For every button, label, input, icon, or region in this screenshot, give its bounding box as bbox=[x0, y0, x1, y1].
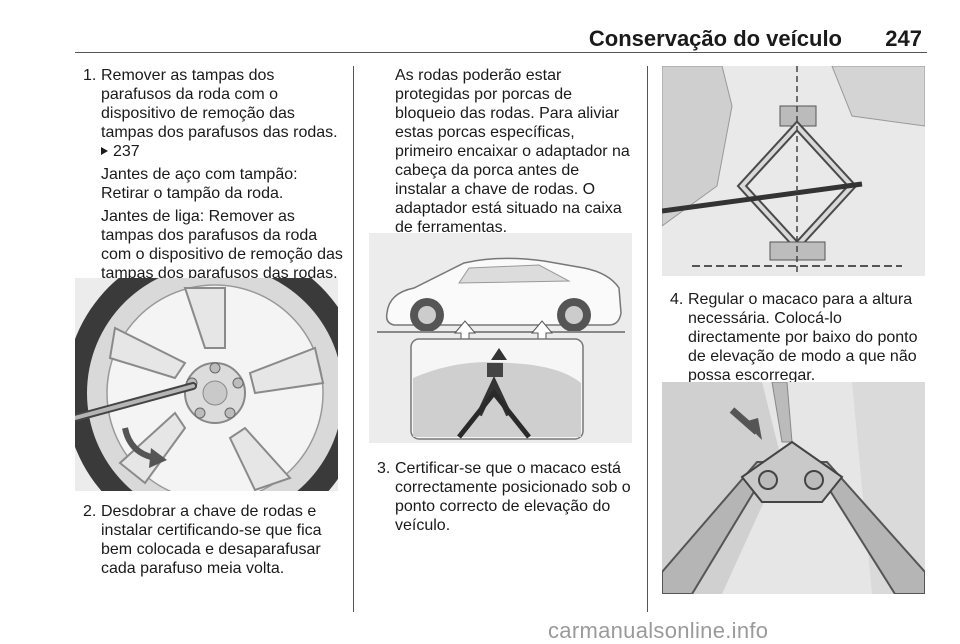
note-text: As rodas poderão estar protegidas por po… bbox=[395, 67, 630, 236]
column-1: 1. Remover as tampas dos parafusos da ro… bbox=[75, 66, 347, 283]
wheel-bolt-cap-figure bbox=[75, 278, 338, 491]
column-divider bbox=[353, 66, 354, 612]
step-text: Certificar-se que o macaco está correcta… bbox=[395, 460, 631, 534]
cross-reference[interactable]: 237 bbox=[101, 142, 347, 161]
alloy-rim-note: Jantes de liga: Remover as tampas dos pa… bbox=[101, 208, 343, 282]
car-jacking-points-figure bbox=[369, 233, 632, 443]
step-number: 3. bbox=[377, 460, 391, 477]
step-3: 3. Certificar-se que o macaco está corre… bbox=[369, 459, 635, 535]
step-1: 1. Remover as tampas dos parafusos da ro… bbox=[75, 66, 347, 283]
column-1-lower: 2. Desdobrar a chave de rodas e instalar… bbox=[75, 502, 347, 578]
step-4: 4. Regular o macaco para a altura necess… bbox=[662, 290, 928, 385]
column-2-lower: 3. Certificar-se que o macaco está corre… bbox=[369, 459, 635, 535]
column-3: 4. Regular o macaco para a altura necess… bbox=[662, 290, 928, 385]
column-2: As rodas poderão estar protegidas por po… bbox=[369, 66, 635, 256]
column-divider bbox=[647, 66, 648, 612]
page-number: 247 bbox=[885, 26, 922, 51]
step-number: 1. bbox=[83, 67, 97, 84]
step-text: Desdobrar a chave de rodas e instalar ce… bbox=[101, 503, 322, 577]
jack-head-detail-figure bbox=[662, 382, 925, 594]
step-text: Remover as tampas dos parafusos da roda … bbox=[101, 67, 338, 141]
header-rule bbox=[75, 52, 927, 53]
section-title: Conservação do veículo bbox=[588, 26, 842, 51]
locking-nut-note: As rodas poderão estar protegidas por po… bbox=[369, 66, 635, 256]
step-number: 2. bbox=[83, 503, 97, 520]
watermark: carmanualsonline.info bbox=[548, 618, 769, 643]
triangle-reference-icon bbox=[101, 147, 108, 155]
step-text: Regular o macaco para a altura necessári… bbox=[688, 291, 918, 384]
xref-page: 237 bbox=[113, 143, 140, 160]
step-number: 4. bbox=[670, 291, 684, 308]
step-2: 2. Desdobrar a chave de rodas e instalar… bbox=[75, 502, 347, 578]
steel-rim-note: Jantes de aço com tampão: Retirar o tamp… bbox=[101, 166, 298, 202]
jack-adjust-figure bbox=[662, 66, 925, 276]
